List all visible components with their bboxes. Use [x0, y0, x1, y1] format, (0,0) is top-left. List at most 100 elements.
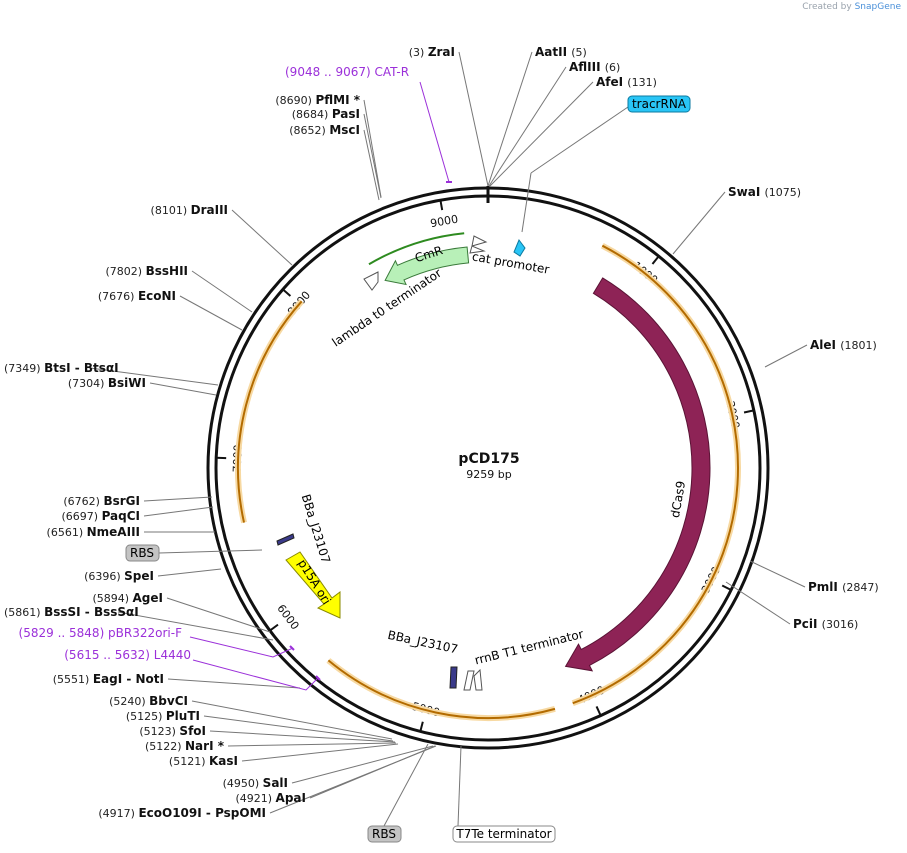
- enzyme-leader: [231, 209, 293, 266]
- enzyme-site[interactable]: (5121) KasI: [169, 754, 238, 768]
- l4440-mark: [315, 675, 321, 681]
- enzyme-site[interactable]: (6697) PaqCI: [61, 509, 140, 523]
- tracrrna-marker[interactable]: [513, 239, 526, 257]
- enzyme-site[interactable]: (6561) NmeAIII: [47, 525, 140, 539]
- enzyme-site[interactable]: (4950) SalI: [223, 776, 288, 790]
- enzyme-site[interactable]: (4921) ApaI: [235, 791, 306, 805]
- lambda-terminator-arrow[interactable]: [363, 271, 379, 291]
- enzyme-leader: [749, 560, 806, 588]
- enzyme-label: (7349) BtsI - BtsαI: [4, 361, 119, 375]
- enzyme-site[interactable]: AatII (5): [535, 45, 587, 59]
- scale-tick-mark: [269, 623, 279, 632]
- enzyme-label: PciI (3016): [793, 617, 858, 631]
- enzyme-label: (8690) PflMI *: [275, 93, 360, 107]
- t7te-leader: [457, 745, 462, 827]
- primer-site[interactable]: (9048 .. 9067) CAT-R: [285, 65, 409, 79]
- primer-label: (5829 .. 5848) pBR322ori-F: [19, 626, 183, 640]
- enzyme-site[interactable]: (7304) BsiWI: [68, 376, 146, 390]
- plasmid-name: pCD175: [458, 451, 519, 467]
- enzyme-label: (8652) MscI: [289, 123, 360, 137]
- enzyme-site[interactable]: SwaI (1075): [728, 185, 801, 199]
- enzyme-site[interactable]: (4917) EcoO109I - PspOMI: [98, 806, 266, 820]
- rbs-box-left[interactable]: RBS: [125, 544, 160, 562]
- cat-promoter-label: cat promoter: [471, 249, 550, 276]
- enzyme-leader: [489, 81, 594, 187]
- enzyme-leader: [149, 382, 217, 396]
- scale-tick-mark: [651, 255, 660, 265]
- enzyme-site[interactable]: (7676) EcoNI: [98, 289, 176, 303]
- enzyme-site[interactable]: (5122) NarI *: [145, 739, 225, 753]
- bba-j23107-bottom-marker[interactable]: [449, 666, 458, 689]
- primer-leader: [192, 659, 319, 691]
- enzyme-site[interactable]: (5861) BssSI - BssSαI: [4, 605, 139, 619]
- primer-site[interactable]: (5615 .. 5632) L4440: [64, 648, 191, 662]
- enzyme-site[interactable]: (7349) BtsI - BtsαI: [4, 361, 119, 375]
- rbs-bottom-leader: [383, 743, 429, 827]
- rbs-label-left: RBS: [130, 546, 154, 560]
- rrnb-terminator-arrow[interactable]: [463, 668, 483, 691]
- enzyme-label: (6396) SpeI: [84, 569, 154, 583]
- enzyme-label: (5125) PluTI: [126, 709, 200, 723]
- cmr-feature[interactable]: [384, 246, 470, 286]
- left-region-arc-halo: [235, 299, 304, 524]
- enzyme-leader: [487, 51, 533, 187]
- dcas9-region-arc: [572, 244, 739, 705]
- cat-promoter-arrow[interactable]: [469, 235, 488, 254]
- enzyme-site[interactable]: PmlI (2847): [808, 580, 879, 594]
- enzyme-site[interactable]: PciI (3016): [793, 617, 858, 631]
- enzyme-site[interactable]: (8684) PasI: [292, 107, 360, 121]
- enzyme-leader: [725, 581, 791, 625]
- enzyme-leader: [764, 344, 808, 368]
- p15a-ori-feature[interactable]: [285, 551, 341, 619]
- bba-j23107-left-marker[interactable]: [276, 533, 295, 546]
- snapgene-credit: Created by SnapGene: [802, 2, 901, 12]
- enzyme-label: AflIII (6): [569, 60, 620, 74]
- enzyme-leader: [117, 611, 274, 641]
- cmr-green-arc: [368, 232, 465, 266]
- enzyme-site[interactable]: (5551) EagI - NotI: [53, 672, 164, 686]
- enzyme-label: (4921) ApaI: [235, 791, 306, 805]
- enzyme-site[interactable]: (8690) PflMI *: [275, 93, 360, 107]
- enzyme-label: (8101) DraIII: [151, 203, 228, 217]
- rbs-label-bottom: RBS: [372, 827, 396, 841]
- enzyme-label: (5894) AgeI: [92, 591, 163, 605]
- enzyme-labels-left: (3) ZraI (8690) PflMI *(8684) PasI (8652) …: [4, 45, 455, 820]
- enzyme-site[interactable]: (6396) SpeI: [84, 569, 154, 583]
- enzyme-label: (5121) KasI: [169, 754, 238, 768]
- enzyme-site[interactable]: AflIII (6): [569, 60, 620, 74]
- enzyme-site[interactable]: AfeI (131): [596, 75, 657, 89]
- t7te-terminator-box[interactable]: T7Te terminator: [452, 825, 556, 843]
- enzyme-leader: [227, 742, 397, 747]
- enzyme-site[interactable]: (5894) AgeI: [92, 591, 163, 605]
- rbs-box-bottom[interactable]: RBS: [367, 825, 402, 843]
- pbr322-mark: [289, 645, 295, 651]
- enzyme-site[interactable]: AleI (1801): [810, 338, 877, 352]
- orange-feature-arcs: [235, 243, 741, 721]
- enzyme-site[interactable]: (3) ZraI: [409, 45, 455, 59]
- enzyme-label: (7802) BssHII: [106, 264, 188, 278]
- enzyme-site[interactable]: (5240) BbvCI: [109, 694, 188, 708]
- rbs-left-leader: [158, 549, 263, 554]
- enzyme-site[interactable]: (6762) BsrGI: [63, 494, 140, 508]
- primer-leader: [189, 636, 294, 658]
- enzyme-leader: [363, 99, 382, 198]
- enzyme-site[interactable]: (5123) SfoI: [139, 724, 206, 738]
- primer-site[interactable]: (5829 .. 5848) pBR322ori-F: [19, 626, 183, 640]
- tracrrna-leader-2: [521, 172, 532, 233]
- dcas9-feature[interactable]: [564, 277, 711, 672]
- enzyme-site[interactable]: (7802) BssHII: [106, 264, 188, 278]
- plasmid-size: 9259 bp: [466, 468, 511, 481]
- scale-tick-mark: [595, 706, 602, 716]
- enzyme-leader: [488, 66, 567, 187]
- scale-tick-mark: [721, 584, 732, 591]
- enzyme-site[interactable]: (5125) PluTI: [126, 709, 200, 723]
- enzyme-leader: [672, 191, 726, 255]
- tracrrna-box[interactable]: tracrRNA: [627, 95, 691, 113]
- leader-lines: [89, 51, 808, 827]
- dcas9-label: dCas9: [668, 480, 688, 519]
- enzyme-site[interactable]: (8101) DraIII: [151, 203, 228, 217]
- scale-tick-label: 6000: [274, 602, 301, 632]
- enzyme-site[interactable]: (8652) MscI: [289, 123, 360, 137]
- t7te-terminator-label: T7Te terminator: [455, 827, 551, 841]
- enzyme-leader: [203, 715, 394, 742]
